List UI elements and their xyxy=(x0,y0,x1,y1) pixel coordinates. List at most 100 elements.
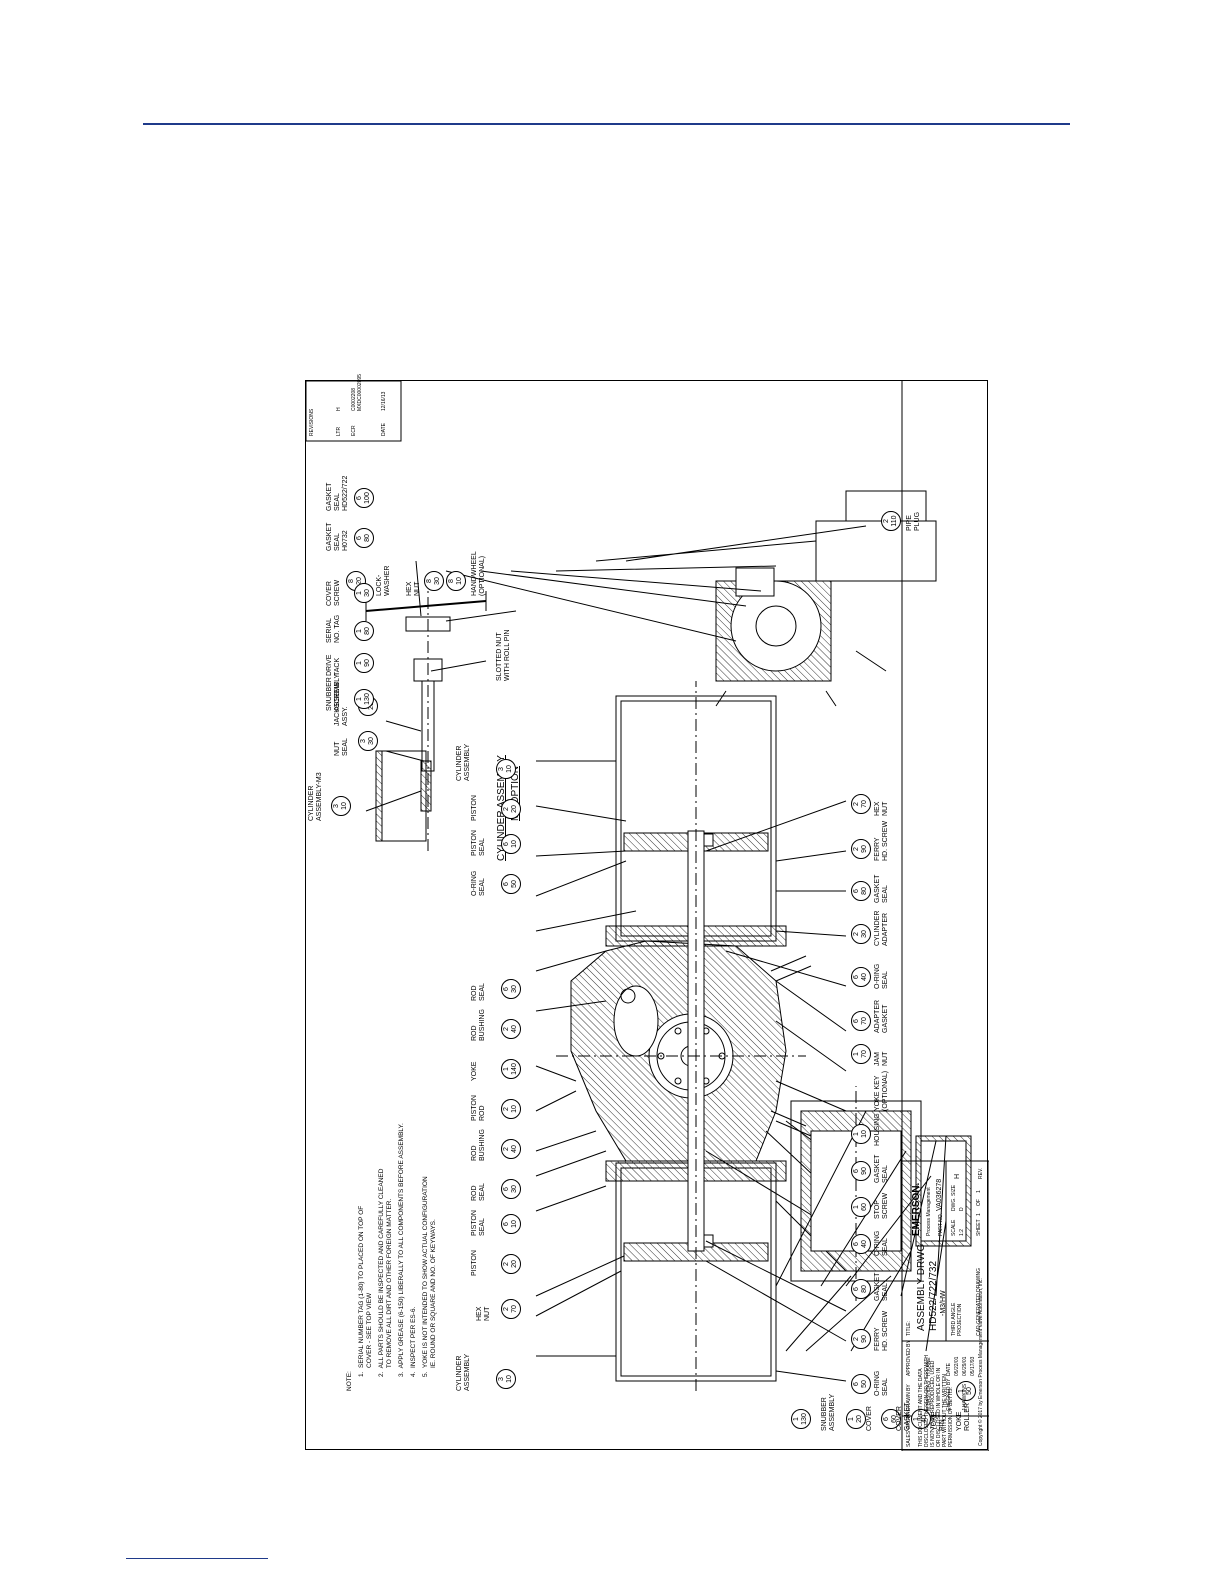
main-piston-seal-right-label: PISTON SEAL xyxy=(471,830,486,856)
top-view-stem xyxy=(815,520,937,582)
drawing-sheet: NOTE: 1. SERIAL NUMBER TAG (1-80) TO PLA… xyxy=(305,374,989,1451)
item-balloon: 6 10 xyxy=(501,834,521,854)
tb-part-no: VA036278 xyxy=(936,1178,943,1211)
item-balloon: 1 10 xyxy=(851,1124,871,1144)
main-yoke-label: YOKE xyxy=(471,1061,478,1081)
drawing-linework xyxy=(306,381,989,1451)
tb-sheet: 1 xyxy=(976,1213,982,1216)
main-piston-right-label: PISTON xyxy=(471,795,478,821)
item-balloon: 2 20 xyxy=(501,799,521,819)
item-balloon: 2 40 xyxy=(501,1019,521,1039)
tb-drawn-by: DRAWN BY xyxy=(906,1384,912,1411)
tb-dwg-size: D xyxy=(959,1207,965,1211)
tb-checked-name: J.HAWKINS xyxy=(962,1383,968,1411)
note-line: IE. ROUND OR SQUARE AND NO. OF KEYWAYS. xyxy=(430,1219,437,1377)
revisions-title: REVISIONS xyxy=(309,408,315,436)
main-cyl-adapter-label: CYLINDER ADAPTER xyxy=(874,910,889,946)
note-line: TO REMOVE ALL DIRT AND OTHER FOREIGN MAT… xyxy=(386,1198,393,1377)
main-stop-screw-label: STOP SCREW xyxy=(874,1192,889,1219)
item-balloon: 2 110 xyxy=(881,511,901,531)
top-gasket-label: GASKET SEAL H0732 xyxy=(326,522,349,551)
tb-of-label: OF xyxy=(976,1199,982,1206)
item-balloon: 2 40 xyxy=(501,1139,521,1159)
note-line: 1. SERIAL NUMBER TAG (1-80) TO PLACED ON… xyxy=(358,1205,365,1377)
note-line: COVER - SEE TOP VIEW xyxy=(366,1292,373,1377)
note-line: 3. APPLY GREASE (6-150) LIBERALLY TO ALL… xyxy=(398,1123,405,1377)
item-balloon: 6 50 xyxy=(851,1374,871,1394)
note-line: 4. INSPECT PER ES-6. xyxy=(410,1306,417,1377)
main-piston-rod-label: PISTON ROD xyxy=(471,1095,486,1121)
item-balloon: 2 20 xyxy=(501,1254,521,1274)
tb-date3: 05/17/93 xyxy=(970,1356,976,1376)
item-balloon: 6 10 xyxy=(501,1214,521,1234)
item-balloon: 1 130 xyxy=(791,1409,811,1429)
item-balloon: 8 10 xyxy=(446,571,466,591)
tb-approved-name: H.KANE xyxy=(926,1357,932,1376)
revisions-row-ltr: H xyxy=(336,407,342,411)
item-balloon: 1 70 xyxy=(851,1044,871,1064)
main-rod-seal-right-label: ROD SEAL xyxy=(471,983,486,1001)
revisions-frame xyxy=(306,381,402,442)
item-balloon: 6 40 xyxy=(851,967,871,987)
m3-nut-seal-label: NUT SEAL xyxy=(334,738,349,756)
item-balloon: 6 70 xyxy=(851,1011,871,1031)
main-jam-nut-label: JAM NUT xyxy=(874,1051,889,1066)
top-view-cover xyxy=(730,580,822,672)
item-balloon: 6 50 xyxy=(501,874,521,894)
tb-title2: HD522/722/732 xyxy=(928,1260,939,1331)
top-gasket-hd-label: GASKET SEAL HD522/722 xyxy=(326,475,349,511)
main-rod-bushing-right-label: ROD BUSHING xyxy=(471,1009,486,1041)
tb-approved-by: APPROVED BY xyxy=(906,1340,912,1376)
m3-lockwasher-label: LOCK- WASHER xyxy=(376,565,391,596)
tb-sheet-label: SHEET xyxy=(976,1219,982,1236)
item-balloon: 1 20 xyxy=(846,1409,866,1429)
side-cover-label: COVER xyxy=(866,1406,873,1431)
tb-rev: H xyxy=(954,1173,961,1179)
top-cover-screw-label: COVER SCREW xyxy=(326,579,341,606)
footer-rule xyxy=(126,1558,268,1559)
main-ferry-right-label: FERRY HD. SCREW xyxy=(874,820,889,861)
item-balloon: 3 10 xyxy=(496,1369,516,1389)
item-balloon: 1 30 xyxy=(354,583,374,603)
item-balloon: 6 40 xyxy=(851,1234,871,1254)
main-ferry-left-label: FERRY HD. SCREW xyxy=(874,1310,889,1351)
item-balloon: 8 30 xyxy=(424,571,444,591)
main-housing-label: HOUSING xyxy=(874,1113,881,1146)
main-cyl-assy-left-label: CYLINDER ASSEMBLY xyxy=(456,1353,471,1391)
notes-heading: NOTE: xyxy=(346,1371,353,1391)
item-balloon: 1 130 xyxy=(354,689,374,709)
handwheel xyxy=(365,600,487,612)
tb-company-sub: Process Management xyxy=(926,1187,932,1236)
item-balloon: 6 80 xyxy=(851,881,871,901)
main-piston-left-label: PISTON xyxy=(471,1250,478,1276)
top-snubber-label: SNUBBER ASSEMBLY xyxy=(326,673,341,711)
revisions-row-date: 12/16/13 xyxy=(381,391,387,411)
tb-third-angle: THIRD ANGLE PROJECTION xyxy=(951,1302,963,1336)
m3-cylinder-label: CYLINDER ASSEMBLY-M3 xyxy=(308,772,323,821)
m3-hexnut-label: HEX NUT xyxy=(406,581,421,596)
main-gasket-right-label: GASKET SEAL xyxy=(874,874,889,903)
item-balloon: 6 30 xyxy=(501,979,521,999)
tb-date1: 05/22/01 xyxy=(954,1356,960,1376)
tb-date-label: DATE xyxy=(946,1363,952,1376)
tb-scale-label: SCALE xyxy=(951,1219,957,1236)
main-hex-nut-right-label: HEX NUT xyxy=(874,801,889,816)
drawing-rotated-frame: NOTE: 1. SERIAL NUMBER TAG (1-80) TO PLA… xyxy=(306,374,989,1451)
item-balloon: 6 90 xyxy=(851,1161,871,1181)
main-yoke-key-label: YOKE KEY (OPTIONAL) xyxy=(874,1070,889,1111)
item-balloon: 2 90 xyxy=(851,1329,871,1349)
note-line: 2. ALL PARTS SHOULD BE INSPECTED AND CAR… xyxy=(378,1168,385,1377)
item-balloon: 6 80 xyxy=(851,1279,871,1299)
revisions-row-ecr: C0002208 MXDC00002095 xyxy=(351,374,363,411)
item-balloon: 1 60 xyxy=(851,1197,871,1217)
main-oring-right-label: O-RING SEAL xyxy=(874,963,889,989)
main-gasket-left-label: GASKET SEAL xyxy=(874,1272,889,1301)
main-hex-nut-left-label: HEX NUT xyxy=(476,1306,491,1321)
tb-scale: 1:2 xyxy=(959,1229,965,1236)
revisions-col-ecr: ECR xyxy=(351,425,357,436)
item-balloon: 1 140 xyxy=(501,1059,521,1079)
header-rule xyxy=(143,123,1070,125)
tb-date2: 06/29/01 xyxy=(962,1356,968,1376)
tb-sales-order: SALES ORDER: xyxy=(906,1410,912,1447)
note-line: 5. YOKE IS NOT INTENDED TO SHOW ACTUAL C… xyxy=(422,1176,429,1377)
